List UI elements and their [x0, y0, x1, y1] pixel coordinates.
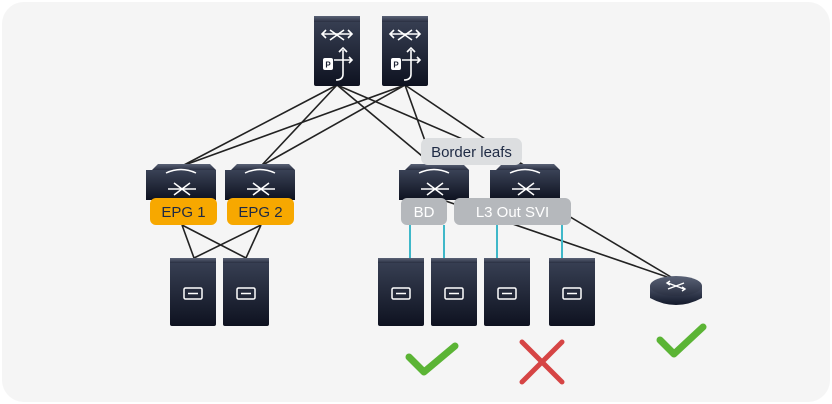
l3out-tag: L3 Out SVI: [454, 198, 571, 225]
bd-tag: BD: [401, 198, 447, 225]
epg1-tag: EPG 1: [150, 198, 217, 225]
server-bd-2: [431, 258, 477, 326]
svg-text:P: P: [325, 61, 331, 70]
epg1-text: EPG 1: [161, 204, 205, 221]
server-icon: [497, 287, 517, 300]
leaf-switch-icon: [244, 168, 276, 196]
border-leafs-label: Border leafs: [421, 138, 522, 165]
server-l3out-1: [484, 258, 530, 326]
server-bd-1: [378, 258, 424, 326]
l3out-text: L3 Out SVI: [476, 204, 549, 221]
server-icon: [562, 287, 582, 300]
spine-switch-2: P: [382, 16, 428, 86]
spine-switch-icon: P: [388, 29, 422, 81]
access-links: [409, 225, 563, 258]
server-epg-1: [170, 258, 216, 326]
border-leafs-text: Border leafs: [431, 144, 512, 161]
check-mark-icon: [405, 342, 459, 376]
spine-switch-1: P: [314, 16, 360, 86]
x-mark-icon: [519, 339, 565, 385]
server-icon: [183, 287, 203, 300]
svg-text:P: P: [393, 61, 399, 70]
server-icon: [444, 287, 464, 300]
server-epg-2: [223, 258, 269, 326]
server-icon: [391, 287, 411, 300]
leaf-switch-icon: [418, 168, 450, 196]
server-icon: [236, 287, 256, 300]
epg2-tag: EPG 2: [227, 198, 294, 225]
epg2-text: EPG 2: [238, 204, 282, 221]
border-leaf-1: [399, 164, 469, 200]
border-leaf-2: [490, 164, 560, 200]
leaf-switch-epg1: [146, 164, 216, 200]
server-l3out-2: [549, 258, 595, 326]
leaf-switch-icon: [165, 168, 197, 196]
bd-text: BD: [414, 204, 435, 221]
router-icon: [665, 280, 687, 292]
check-mark-icon: [656, 323, 707, 358]
external-router: [650, 276, 702, 305]
leaf-switch-epg2: [225, 164, 295, 200]
spine-switch-icon: P: [320, 29, 354, 81]
leaf-switch-icon: [509, 168, 541, 196]
